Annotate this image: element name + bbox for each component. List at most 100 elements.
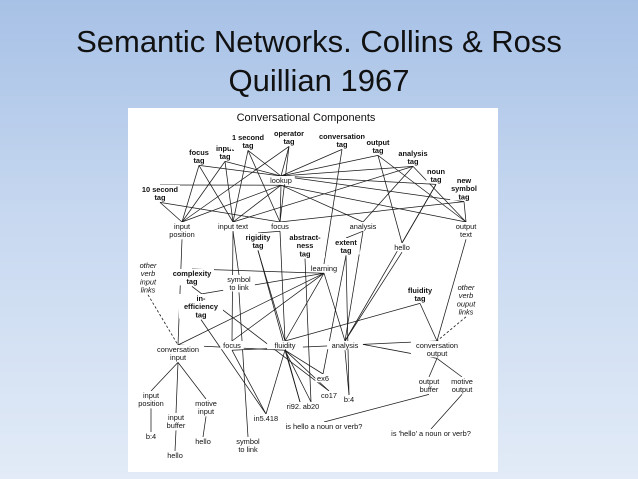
- node-label-line: output: [456, 222, 477, 231]
- node-label-line: tag: [372, 146, 384, 155]
- node-label-line: learning: [311, 264, 337, 273]
- edge-conversation-input-to-input-buffer: [175, 362, 179, 414]
- edge-other-verb-output-to-conversation-output: [436, 316, 467, 342]
- node-label-line: tag: [458, 192, 470, 201]
- node-label-line: tag: [193, 156, 205, 165]
- slide-title: Semantic Networks. Collins & Ross Quilli…: [0, 22, 638, 100]
- node-label-background: [452, 222, 480, 239]
- node-label-line: extent: [335, 238, 357, 247]
- node-input-text: input text: [211, 222, 255, 231]
- node-label-line: motive: [451, 377, 473, 386]
- node-co17: co17: [319, 391, 339, 400]
- edge-focus-tag-to-input-text: [198, 165, 234, 223]
- edge-input-buffer-to-hello-low: [174, 430, 177, 452]
- node-label-line: efficiency: [184, 302, 219, 311]
- node-label-background: [410, 341, 464, 358]
- edge-rigidity-tag-to-fluidity: [257, 250, 286, 342]
- node-label-line: fluidity: [408, 286, 433, 295]
- node-label-background: [376, 429, 486, 438]
- edge-hello-top-to-analysis-mid: [344, 251, 403, 342]
- edge-conversation-output-to-motive-output: [436, 358, 463, 378]
- node-label-line: noun: [427, 167, 446, 176]
- node-label-background: [136, 261, 160, 294]
- edge-analysis-tag-to-input-text: [232, 166, 414, 223]
- node-label-line: input: [143, 391, 159, 400]
- edge-focus-to-rigidity-tag: [257, 230, 281, 234]
- node-label-background: [341, 395, 357, 404]
- node-label-line: tag: [242, 141, 254, 150]
- node-label-line: conversation: [319, 132, 365, 141]
- node-label-background: [319, 391, 339, 400]
- node-label-background: [450, 176, 478, 201]
- node-label-line: focus: [223, 341, 241, 350]
- node-label-line: rigidity: [246, 233, 272, 242]
- node-label-line: conversation: [416, 341, 458, 350]
- edge-fluidity-to-ex6: [284, 349, 324, 375]
- edge-input-text-to-symbol-to-link-top: [232, 231, 240, 276]
- node-label-line: symbol: [227, 275, 251, 284]
- node-label-line: ness: [297, 241, 314, 250]
- node-label-line: input: [174, 222, 190, 231]
- edge-input-position-to-conversation-input: [177, 239, 183, 346]
- edge-conversation-input-to-motive-input: [177, 362, 207, 400]
- node-label-background: [151, 345, 205, 362]
- edge-learning-to-fluidity: [284, 273, 325, 342]
- edge-analysis-tag-to-analysis: [362, 166, 414, 223]
- node-label-line: analysis: [398, 149, 427, 158]
- node-label-line: links: [459, 308, 474, 317]
- node-label-line: tag: [336, 140, 348, 149]
- node-label-line: position: [169, 230, 194, 239]
- edge-fluidity-to-ab20: [284, 350, 312, 403]
- edge-noun-tag-to-analysis-mid: [344, 184, 437, 342]
- node-label-line: to link: [238, 445, 258, 454]
- node-label-background: [271, 129, 307, 146]
- node-b4-left: b:4: [143, 432, 159, 441]
- edge-other-verb-input-to-conversation-input: [147, 294, 179, 346]
- node-label-line: ex6: [317, 374, 329, 383]
- node-label-line: verb: [141, 269, 155, 278]
- node-label-background: [454, 283, 478, 316]
- edge-motive-output-to-q-noun-verb-quoted: [430, 394, 463, 430]
- edge-noun-tag-to-lookup: [280, 175, 437, 185]
- node-label-background: [402, 286, 438, 303]
- node-label-background: [448, 377, 476, 394]
- node-b4-right: b:4: [341, 395, 357, 404]
- node-label-line: is 'hello' a noun or verb?: [391, 429, 471, 438]
- edge-learning-to-inefficiency-tag: [200, 272, 325, 295]
- edge-output-buffer-to-q-noun-verb: [323, 394, 430, 423]
- node-label-line: buffer: [420, 385, 439, 394]
- node-lookup: lookup: [267, 176, 295, 185]
- edge-output-tag-to-output-text: [377, 155, 467, 223]
- node-label-background: [282, 402, 318, 411]
- edge-one-second-tag-to-input-text: [232, 150, 249, 223]
- edge-focus-tag-to-lookup: [198, 165, 282, 177]
- edge-input-tag-to-input-text: [224, 161, 234, 223]
- edge-output-tag-to-hello-top: [377, 155, 403, 244]
- node-label-background: [164, 222, 200, 239]
- edge-one-second-tag-to-lookup: [247, 150, 282, 177]
- node-hello-low: hello: [163, 451, 187, 460]
- edge-conversation-tag-to-lookup: [280, 149, 343, 177]
- node-analysis: analysis: [345, 222, 381, 231]
- node-label-line: other: [140, 261, 157, 270]
- node-ex6: ex6: [315, 374, 331, 383]
- edge-lookup-to-input-text: [232, 184, 282, 223]
- node-label-background: [250, 414, 282, 423]
- node-label-line: position: [138, 399, 163, 408]
- node-hello-top: hello: [390, 243, 414, 252]
- node-label-line: ouput: [457, 299, 476, 308]
- node-label-line: tag: [340, 246, 352, 255]
- node-ri92: ri92.106: [282, 402, 318, 411]
- node-label-line: analysis: [350, 222, 377, 231]
- edge-learning-to-conversation-input: [177, 272, 325, 346]
